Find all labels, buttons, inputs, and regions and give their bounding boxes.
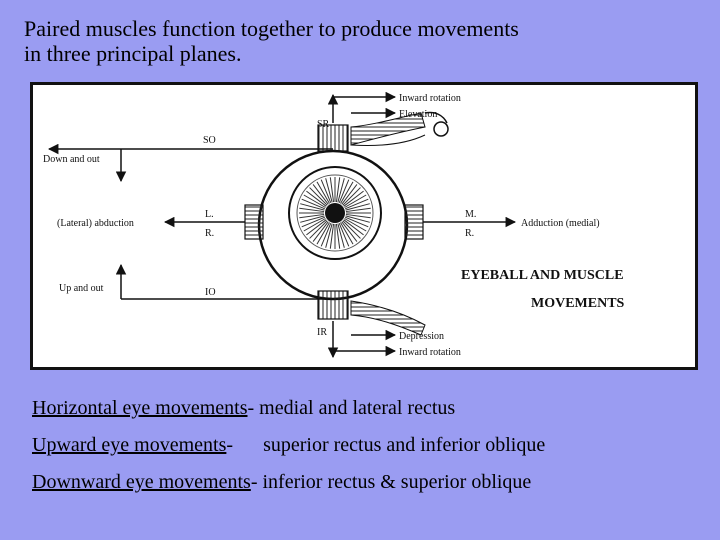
iris-ray: [303, 218, 326, 232]
note-term: Upward eye movements: [32, 434, 227, 456]
iris-ray: [338, 179, 350, 204]
iris-ray: [344, 218, 367, 232]
iris-ray: [341, 184, 358, 205]
iris-ray: [306, 190, 327, 207]
iris-ray: [306, 219, 327, 236]
inferior-rectus-muscle: [317, 290, 426, 336]
note-sep: -: [247, 397, 255, 419]
title-line-1: Paired muscles function together to prod…: [24, 16, 519, 41]
label-inward-rotation-top: Inward rotation: [399, 93, 461, 104]
note-desc: medial and lateral rectus: [254, 397, 456, 419]
iris-ray: [345, 213, 371, 219]
label-inward-rotation-bottom: Inward rotation: [399, 347, 461, 358]
iris-ray: [344, 198, 369, 210]
label-up-and-out: Up and out: [59, 283, 104, 294]
label-r-right: R.: [465, 228, 474, 239]
note-desc: superior rectus and inferior oblique: [263, 434, 546, 456]
superior-rectus-muscle: [317, 112, 426, 152]
label-m: M.: [465, 209, 476, 220]
iris-ray: [299, 207, 325, 213]
note-downward: Downward eye movements- inferior rectus …: [32, 464, 712, 501]
iris-ray: [329, 177, 335, 203]
label-r-left: R.: [205, 228, 214, 239]
iris-ray: [309, 220, 328, 239]
iris-ray: [340, 181, 354, 204]
iris-ray: [316, 181, 330, 204]
iris-ray: [340, 222, 354, 245]
label-lateral-abduction: (Lateral) abduction: [57, 218, 134, 229]
slide-title: Paired muscles function together to prod…: [24, 16, 704, 66]
iris-ray: [300, 203, 325, 211]
label-down-and-out: Down and out: [43, 154, 100, 165]
pupil: [325, 203, 345, 223]
note-horizontal: Horizontal eye movements- medial and lat…: [32, 390, 712, 427]
iris-ray: [335, 223, 341, 249]
iris-ray: [325, 178, 333, 203]
iris-ray: [301, 198, 326, 210]
iris-ray: [342, 187, 361, 206]
iris-ray: [300, 215, 325, 223]
label-elevation: Elevation: [399, 109, 437, 120]
iris-ray: [341, 221, 358, 242]
iris-ray: [345, 203, 370, 211]
label-sr: SR: [317, 119, 330, 130]
iris-ray: [337, 178, 345, 203]
iris-ray: [338, 222, 350, 247]
label-so: SO: [203, 135, 216, 146]
iris-ray: [345, 207, 371, 213]
iris-ray: [337, 223, 345, 248]
iris-ray: [342, 220, 361, 239]
note-upward: Upward eye movements- superior rectus and…: [32, 427, 712, 464]
iris-ray: [301, 216, 326, 228]
label-l: L.: [205, 209, 214, 220]
note-sep: -: [226, 434, 234, 456]
diagram-svg: Inward rotation Elevation SR SO Down and…: [43, 91, 625, 359]
label-depression: Depression: [399, 331, 444, 342]
label-ir: IR: [317, 327, 327, 338]
iris-ray: [343, 219, 364, 236]
iris-ray: [312, 184, 329, 205]
iris-ray: [344, 216, 369, 228]
iris-ray: [320, 222, 332, 247]
iris-ray: [335, 177, 341, 203]
iris-ray: [312, 221, 329, 242]
note-term: Horizontal eye movements: [32, 397, 248, 419]
label-io: IO: [205, 287, 216, 298]
eye-muscle-diagram: Inward rotation Elevation SR SO Down and…: [30, 82, 698, 370]
iris-ray: [316, 222, 330, 245]
iris-ray: [299, 213, 325, 219]
label-eyeball-and-muscle: EYEBALL AND MUSCLE: [461, 268, 624, 283]
iris-ray: [309, 187, 328, 206]
iris-ray: [343, 190, 364, 207]
label-adduction: Adduction (medial): [521, 218, 600, 229]
label-movements: MOVEMENTS: [531, 296, 625, 311]
iris-ray: [329, 223, 335, 249]
note-sep: -: [250, 471, 258, 493]
lateral-rectus-muscle: [244, 204, 264, 240]
iris: [288, 166, 382, 260]
iris-ray: [325, 223, 333, 248]
note-desc: inferior rectus & superior oblique: [257, 471, 532, 493]
superior-oblique-trochlea: [424, 111, 449, 137]
iris-ray: [320, 179, 332, 204]
movement-notes: Horizontal eye movements- medial and lat…: [32, 390, 712, 501]
iris-ray: [344, 194, 367, 208]
title-line-2: in three principal planes.: [24, 41, 242, 66]
medial-rectus-muscle: [404, 204, 424, 240]
iris-ray: [345, 215, 370, 223]
note-term: Downward eye movements: [32, 471, 251, 493]
iris-ray: [303, 194, 326, 208]
